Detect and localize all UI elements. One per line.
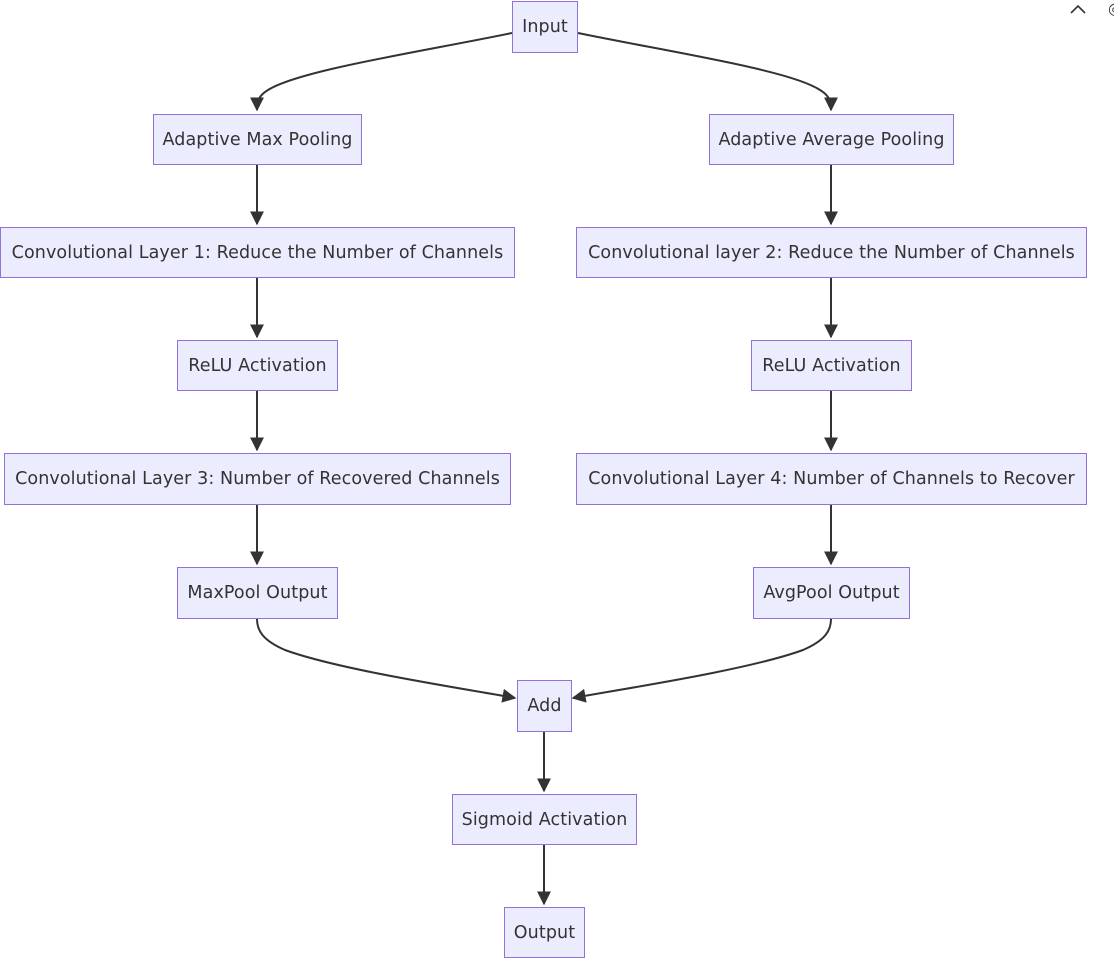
node-sigmoid-activation[interactable]: Sigmoid Activation: [452, 794, 637, 845]
node-conv-layer-2-label: Convolutional layer 2: Reduce the Number…: [588, 242, 1075, 263]
node-avgpool-output[interactable]: AvgPool Output: [753, 567, 910, 619]
node-maxpool-output-label: MaxPool Output: [187, 583, 328, 603]
node-add[interactable]: Add: [517, 680, 572, 732]
node-conv-layer-1-label: Convolutional Layer 1: Reduce the Number…: [11, 242, 504, 263]
node-conv-layer-2[interactable]: Convolutional layer 2: Reduce the Number…: [576, 227, 1087, 278]
node-relu-right-label: ReLU Activation: [762, 355, 901, 376]
edge-input-to-adaptive-max-pooling: [250, 32, 513, 112]
node-conv-layer-4-label: Convolutional Layer 4: Number of Channel…: [588, 469, 1075, 489]
node-avgpool-output-label: AvgPool Output: [763, 583, 900, 603]
node-conv-layer-4[interactable]: Convolutional Layer 4: Number of Channel…: [576, 453, 1087, 505]
node-adaptive-average-pooling[interactable]: Adaptive Average Pooling: [709, 114, 954, 165]
edge-input-to-adaptive-average-pooling: [577, 32, 838, 112]
node-relu-left[interactable]: ReLU Activation: [177, 340, 338, 391]
chevron-up-icon-glyph: [1070, 4, 1086, 14]
node-adaptive-max-pooling-label: Adaptive Max Pooling: [162, 129, 353, 150]
node-sigmoid-activation-label: Sigmoid Activation: [461, 809, 628, 830]
node-input-label: Input: [522, 17, 568, 37]
node-conv-layer-1[interactable]: Convolutional Layer 1: Reduce the Number…: [0, 227, 515, 278]
node-output-label: Output: [513, 922, 576, 943]
edge-maxpool-output-to-add: [256, 618, 517, 703]
node-adaptive-max-pooling[interactable]: Adaptive Max Pooling: [153, 114, 362, 165]
node-output[interactable]: Output: [504, 907, 585, 958]
truncated-edge-glyph-icon: ◎: [1108, 2, 1114, 18]
node-adaptive-average-pooling-label: Adaptive Average Pooling: [718, 129, 945, 150]
edge-avgpool-output-to-add: [571, 618, 832, 703]
chevron-up-icon[interactable]: [1067, 0, 1089, 18]
node-input[interactable]: Input: [512, 1, 578, 53]
node-add-label: Add: [527, 696, 562, 716]
node-conv-layer-3-label: Convolutional Layer 3: Number of Recover…: [15, 469, 500, 489]
node-maxpool-output[interactable]: MaxPool Output: [177, 567, 338, 619]
node-conv-layer-3[interactable]: Convolutional Layer 3: Number of Recover…: [4, 453, 511, 505]
node-relu-left-label: ReLU Activation: [188, 355, 327, 376]
node-relu-right[interactable]: ReLU Activation: [751, 340, 912, 391]
